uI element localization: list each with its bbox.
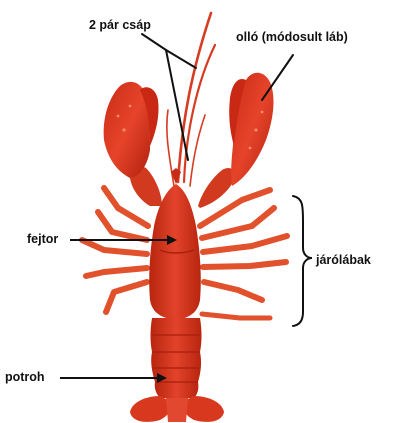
antennae-label: 2 pár csáp <box>89 19 151 32</box>
cephalothorax-label: fejtor <box>27 233 58 246</box>
left-claw <box>104 82 162 206</box>
antennae-leader-1 <box>166 50 188 160</box>
walking-legs-brace <box>293 196 312 326</box>
antennae-leader-stem <box>142 34 166 50</box>
abdomen-label: potroh <box>5 371 45 384</box>
right-claw <box>198 73 273 208</box>
walking-legs-left <box>82 188 148 312</box>
antennae-leader-2 <box>166 50 196 68</box>
tail-fan <box>130 396 224 422</box>
walking-legs-right <box>200 190 287 318</box>
claw-label: olló (módosult láb) <box>236 31 348 44</box>
abdomen-shape <box>151 318 202 398</box>
walking-legs-label: járólábak <box>316 254 371 267</box>
antennae <box>167 13 215 186</box>
